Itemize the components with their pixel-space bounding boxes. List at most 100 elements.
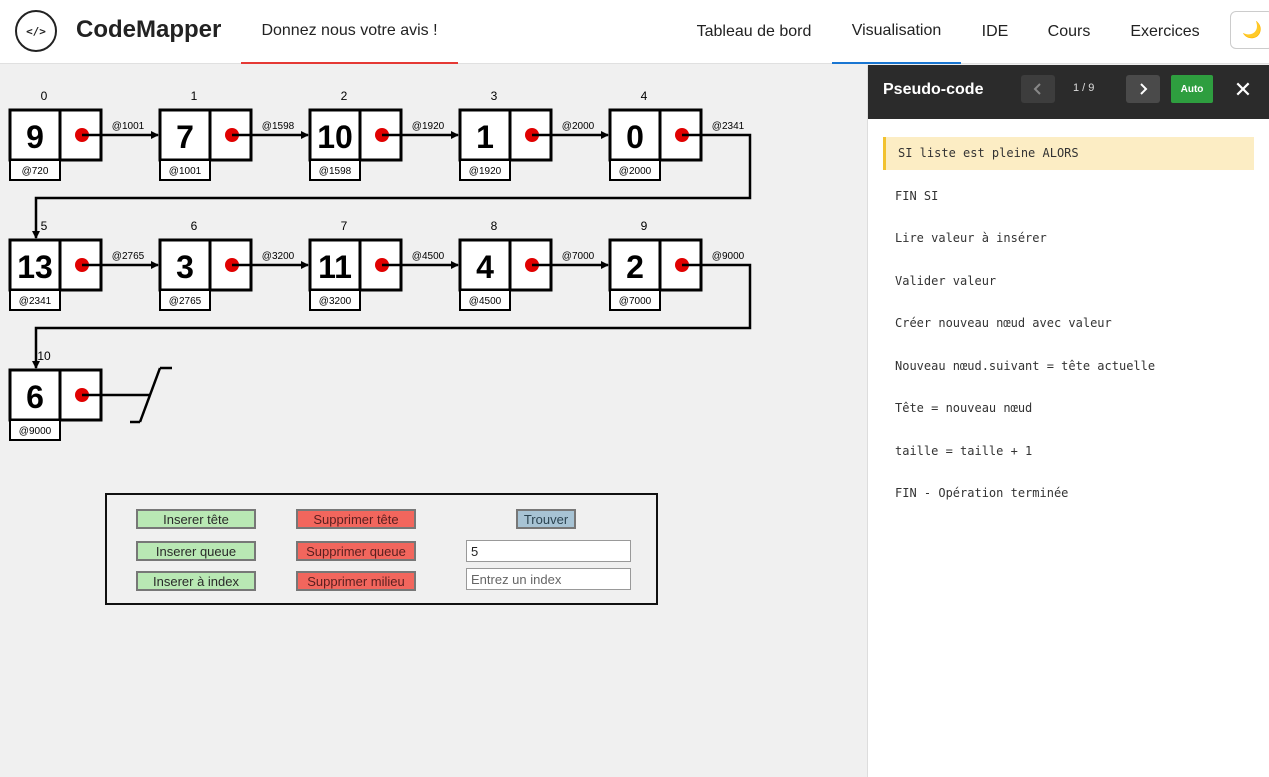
delete-head-button[interactable]: Supprimer tête (296, 509, 416, 529)
node-value-box (458, 108, 512, 162)
nav-exercises[interactable]: Exercices (1130, 23, 1200, 40)
node-value-box (608, 108, 662, 162)
linked-list-diagram: 0 9 @720 @1001 1 7 @1001 @1598 2 10 @1598 @1920 3 1 @1… (8, 89, 752, 441)
node-value-box (158, 108, 212, 162)
close-icon[interactable]: ✕ (1233, 77, 1253, 102)
node-value-box (458, 238, 512, 292)
node-address-box (609, 289, 661, 311)
pseudo-code-line: Valider valeur (895, 273, 997, 288)
node-address: @720 (22, 166, 49, 177)
insert-tail-button[interactable]: Inserer queue (136, 541, 256, 561)
pseudo-code-line: Créer nouveau nœud avec valeur (895, 316, 1112, 330)
pseudo-code-line: FIN SI (895, 188, 939, 203)
node-value: 13 (17, 249, 53, 285)
node-value: 3 (176, 249, 194, 285)
panel-title: Pseudo-code (883, 81, 984, 98)
node-address: @9000 (19, 426, 52, 437)
auto-play-button[interactable]: Auto (1171, 75, 1213, 103)
brand-name[interactable]: CodeMapper (76, 16, 222, 43)
node-address: @2765 (169, 296, 202, 307)
node-index-label: 10 (37, 349, 51, 363)
node-address-box (9, 419, 61, 441)
node-address-box (159, 159, 211, 181)
pseudo-code-line: FIN - Opération terminée (895, 486, 1069, 500)
next-address-label: @1001 (112, 121, 145, 132)
null-slash (138, 367, 162, 423)
node-address: @1920 (469, 166, 502, 177)
node-index-label: 6 (191, 219, 198, 233)
node-value: 11 (318, 249, 352, 285)
nav-dashboard[interactable]: Tableau de bord (696, 23, 812, 40)
find-button[interactable]: Trouver (516, 509, 576, 529)
value-input[interactable] (466, 540, 631, 562)
operations-panel: Inserer tête Inserer queue Inserer à ind… (105, 493, 658, 605)
node-address-box (459, 289, 511, 311)
pseudo-code-line: taille = taille + 1 (895, 443, 1033, 458)
node-address: @1001 (169, 166, 202, 177)
nav-courses[interactable]: Cours (1047, 23, 1091, 40)
chevron-left-icon (1033, 83, 1041, 95)
node-index-label: 0 (41, 89, 48, 103)
node-address: @1598 (319, 166, 352, 177)
pseudo-code-panel: Pseudo-code 1 / 9 Auto ✕ SI liste est pl… (867, 65, 1269, 777)
node-address-box (459, 159, 511, 181)
next-address-label: @2765 (112, 251, 145, 262)
insert-at-index-button[interactable]: Inserer à index (136, 571, 256, 591)
node-address: @2000 (619, 166, 652, 177)
node-address-box (9, 159, 61, 181)
moon-icon: 🌙 (1242, 22, 1262, 39)
pseudo-code-line: SI liste est pleine ALORS (883, 137, 1254, 170)
node-address-box (309, 159, 361, 181)
panel-header: Pseudo-code 1 / 9 Auto ✕ (868, 65, 1269, 119)
wrap-arrow (32, 133, 752, 239)
insert-head-button[interactable]: Inserer tête (136, 509, 256, 529)
next-address-label: @4500 (412, 251, 445, 262)
node-index-label: 9 (641, 219, 648, 233)
node-address-box (9, 289, 61, 311)
node-index-label: 8 (491, 219, 498, 233)
node-address-box (309, 289, 361, 311)
pseudo-code-list: SI liste est pleine ALORS FIN SI Lire vale… (883, 137, 1254, 520)
node-address-box (159, 289, 211, 311)
index-input[interactable] (466, 568, 631, 590)
node-index-label: 1 (191, 89, 198, 103)
next-address-label: @1920 (412, 121, 445, 132)
node-value: 6 (26, 379, 44, 415)
next-step-button[interactable] (1126, 75, 1160, 103)
node-address: @4500 (469, 296, 502, 307)
next-address-label: @1598 (262, 121, 295, 132)
node-index-label: 2 (341, 89, 348, 103)
node-index-label: 4 (641, 89, 648, 103)
node-index-label: 5 (41, 219, 48, 233)
feedback-link[interactable]: Donnez nous votre avis ! (241, 0, 458, 64)
delete-tail-button[interactable]: Supprimer queue (296, 541, 416, 561)
node-value: 4 (476, 249, 494, 285)
node-value: 1 (476, 119, 494, 155)
dark-mode-toggle[interactable]: 🌙 (1230, 11, 1269, 49)
wrap-arrow (32, 263, 752, 369)
top-navbar: </> CodeMapper Donnez nous votre avis ! … (0, 0, 1269, 64)
next-address-label: @2000 (562, 121, 595, 132)
node-index-label: 3 (491, 89, 498, 103)
node-address: @3200 (319, 296, 352, 307)
pseudo-code-line: Tête = nouveau nœud (895, 401, 1033, 415)
nav-visualisation[interactable]: Visualisation (832, 0, 961, 64)
node-index-label: 7 (341, 219, 348, 233)
node-value: 2 (626, 249, 644, 285)
nav-ide[interactable]: IDE (981, 23, 1009, 40)
node-value-box (8, 368, 62, 422)
node-address: @7000 (619, 296, 652, 307)
node-value: 10 (317, 119, 353, 155)
node-value: 0 (626, 119, 644, 155)
next-address-label: @3200 (262, 251, 295, 262)
pseudo-code-line: Nouveau nœud.suivant = tête actuelle (895, 358, 1156, 373)
step-counter: 1 / 9 (1073, 82, 1095, 94)
delete-middle-button[interactable]: Supprimer milieu (296, 571, 416, 591)
next-address-label: @7000 (562, 251, 595, 262)
node-value: 9 (26, 119, 44, 155)
visualization-canvas: 0 9 @720 @1001 1 7 @1001 @1598 2 10 @1598 @1920 3 1 @1… (0, 65, 867, 777)
previous-step-button[interactable] (1021, 75, 1055, 103)
node-value-box (158, 238, 212, 292)
code-logo-icon[interactable]: </> (15, 10, 57, 52)
pseudo-code-line: Lire valeur à insérer (895, 231, 1047, 245)
